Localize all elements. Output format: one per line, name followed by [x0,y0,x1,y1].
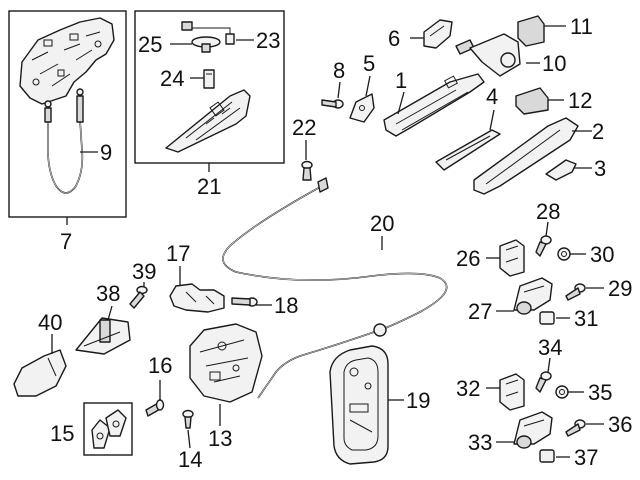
grommet-part-15 [91,409,127,449]
bolt-part-8 [321,99,344,109]
outer-handle-part-2 [473,117,579,195]
cover-part-5 [349,93,375,123]
callout-15: 15 [50,421,74,446]
hinge-part-33 [513,411,553,449]
bolt-part-39 [129,285,148,309]
bracket-part-38 [75,317,131,355]
callout-36: 36 [608,412,632,437]
hinge-part-26 [499,239,525,277]
callout-25: 25 [138,32,162,57]
callout-12: 12 [568,88,592,113]
callout-37: 37 [574,445,598,470]
callout-18: 18 [274,293,298,318]
callout-31: 31 [574,306,598,331]
callout-33: 33 [468,430,492,455]
callout-labels: 1 2 3 4 5 6 7 8 9 10 11 12 13 14 15 16 1… [38,14,632,472]
callout-13: 13 [208,426,232,451]
handle-carrier-assembly [19,17,115,105]
gasket-part-6 [423,19,453,49]
leader-lines [51,25,604,458]
cap-part-11 [517,15,545,47]
bracket-part-12 [515,87,549,115]
callout-1: 1 [395,68,407,93]
cable-part-9 [44,88,84,194]
callout-19: 19 [406,388,430,413]
callout-20: 20 [370,211,394,236]
bracket-part-17 [169,283,225,313]
callout-16: 16 [148,353,172,378]
callout-8: 8 [333,58,345,83]
nut-part-30 [557,247,571,261]
callout-10: 10 [542,51,566,76]
bolt-part-36 [565,419,586,437]
screw-part-16 [145,399,165,417]
callout-34: 34 [538,335,562,360]
callout-28: 28 [536,199,560,224]
bushing-part-31 [539,311,555,325]
screw-part-22 [301,160,313,181]
callout-2: 2 [592,119,604,144]
callout-30: 30 [590,242,614,267]
bolt-part-28 [535,235,552,257]
panel-part-19 [329,345,389,465]
callout-29: 29 [608,276,632,301]
wire-switch-part-23 [181,21,235,45]
callout-32: 32 [456,376,480,401]
cable-part-20 [222,177,448,399]
cap-part-3 [545,159,577,181]
screw-part-14 [182,409,194,429]
callout-9: 9 [100,140,112,165]
callout-14: 14 [178,447,202,472]
cover-part-40 [13,349,67,397]
bolt-part-34 [535,371,552,393]
callout-4: 4 [486,84,498,109]
hinge-part-27 [513,277,553,315]
callout-40: 40 [38,310,62,335]
callout-24: 24 [160,66,184,91]
callout-38: 38 [96,281,120,306]
nut-part-35 [555,385,569,399]
callout-27: 27 [468,299,492,324]
callout-35: 35 [588,380,612,405]
callout-23: 23 [256,28,280,53]
callout-5: 5 [363,51,375,76]
callout-3: 3 [594,156,606,181]
group-frame-15 [83,402,133,456]
callout-17: 17 [166,241,190,266]
lock-cylinder-part-10 [455,33,521,77]
inner-handle-part [165,89,251,153]
latch-part-13 [189,323,263,403]
pad-part-4 [435,129,501,171]
bolt-part-29 [565,283,586,301]
callout-11: 11 [570,14,593,39]
callout-7: 7 [60,229,72,254]
callout-26: 26 [456,246,480,271]
bolt-part-18 [231,297,258,307]
bushing-part-37 [539,449,555,463]
callout-39: 39 [132,259,156,284]
callout-6: 6 [388,26,400,51]
hinge-part-32 [499,373,525,411]
callout-21: 21 [197,174,221,199]
clip-part-24 [203,69,215,89]
sensor-part-25 [191,36,221,53]
bracket-part-1 [383,73,485,137]
callout-22: 22 [292,115,316,140]
